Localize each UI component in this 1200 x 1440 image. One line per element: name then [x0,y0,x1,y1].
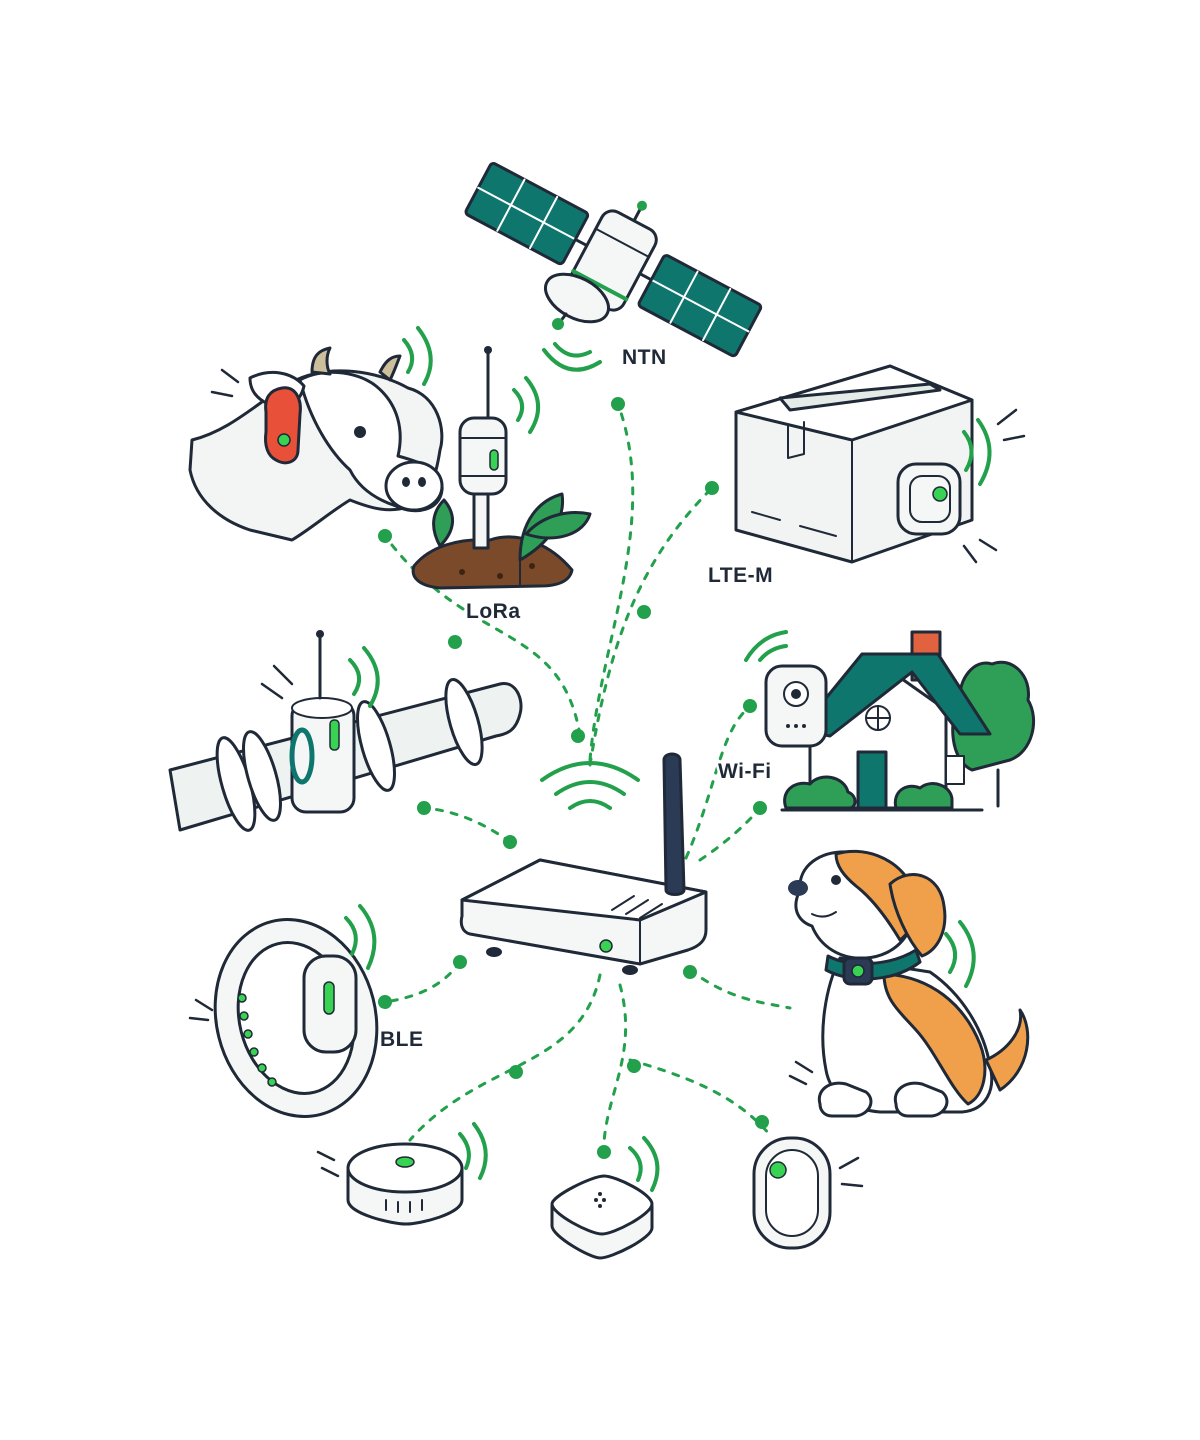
link-node [571,729,585,743]
link-ntn [588,402,635,762]
link-node [509,1065,523,1079]
link-node [753,801,767,815]
link-node [683,965,697,979]
link-node [743,699,757,713]
link-node [755,1115,769,1129]
link-node [627,1059,641,1073]
link-nodes [378,397,769,1159]
link-node [705,481,719,495]
link-node [417,801,431,815]
lte-m-label: LTE-M [708,564,773,587]
link-fob [628,1058,772,1137]
link-node [453,955,467,969]
link-wifi [684,698,762,860]
link-puck [408,973,602,1142]
link-node [448,635,462,649]
wifi-label: Wi-Fi [718,760,772,783]
link-node [637,605,651,619]
link-node [611,397,625,411]
link-square [602,983,628,1162]
wristband-icon [188,904,379,1118]
link-pipeline [422,806,512,844]
link-ble [383,960,462,1004]
link-lte-m [588,486,714,767]
ntn-label: NTN [622,346,667,369]
dog-icon [788,849,1030,1118]
package-icon [734,364,1026,564]
ble-label: BLE [380,1028,424,1051]
square-sensor-icon [550,1136,660,1260]
pipeline-icon [168,630,523,832]
connection-links [383,402,792,1162]
puck-sensor-icon [316,1122,488,1226]
soil-sensor-icon [411,346,592,590]
link-node [503,835,517,849]
cow-icon [188,326,444,542]
link-node [378,995,392,1009]
link-node [378,529,392,543]
house-icon [744,630,1036,812]
router-icon [459,752,708,975]
link-wifi-2 [698,806,762,862]
link-dog [688,968,792,1010]
link-node [597,1145,611,1159]
fob-sensor-icon [752,1136,864,1250]
satellite-icon [464,162,763,372]
lora-label: LoRa [466,600,521,623]
